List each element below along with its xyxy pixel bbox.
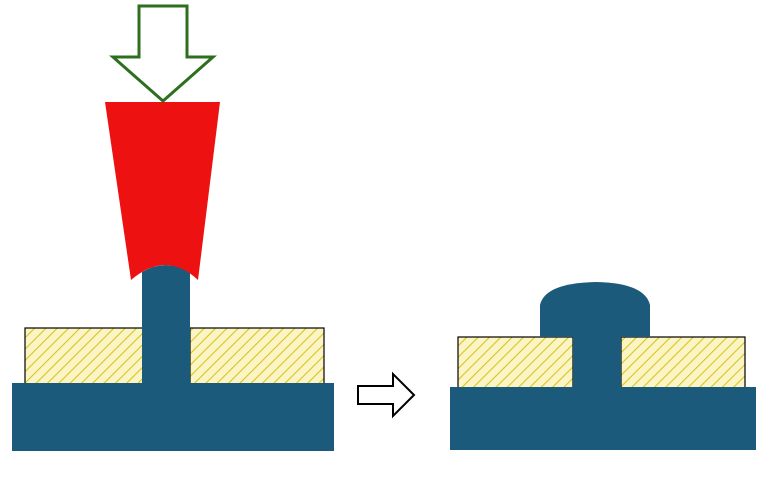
workpiece-right-part (189, 327, 325, 385)
formed-rivet-head (540, 282, 650, 337)
rivet-post (142, 265, 190, 384)
workpiece-left-part (457, 336, 574, 389)
stage-after (450, 282, 756, 450)
heated-tool (105, 102, 220, 280)
base-plate (450, 387, 756, 450)
workpiece-left-part (24, 327, 144, 385)
workpiece-right-part (620, 336, 746, 389)
arrow-right-icon (357, 371, 416, 419)
arrow-down-icon (109, 4, 217, 103)
rivet-post (573, 334, 621, 390)
stage-before (12, 4, 334, 451)
base-plate (12, 383, 334, 451)
